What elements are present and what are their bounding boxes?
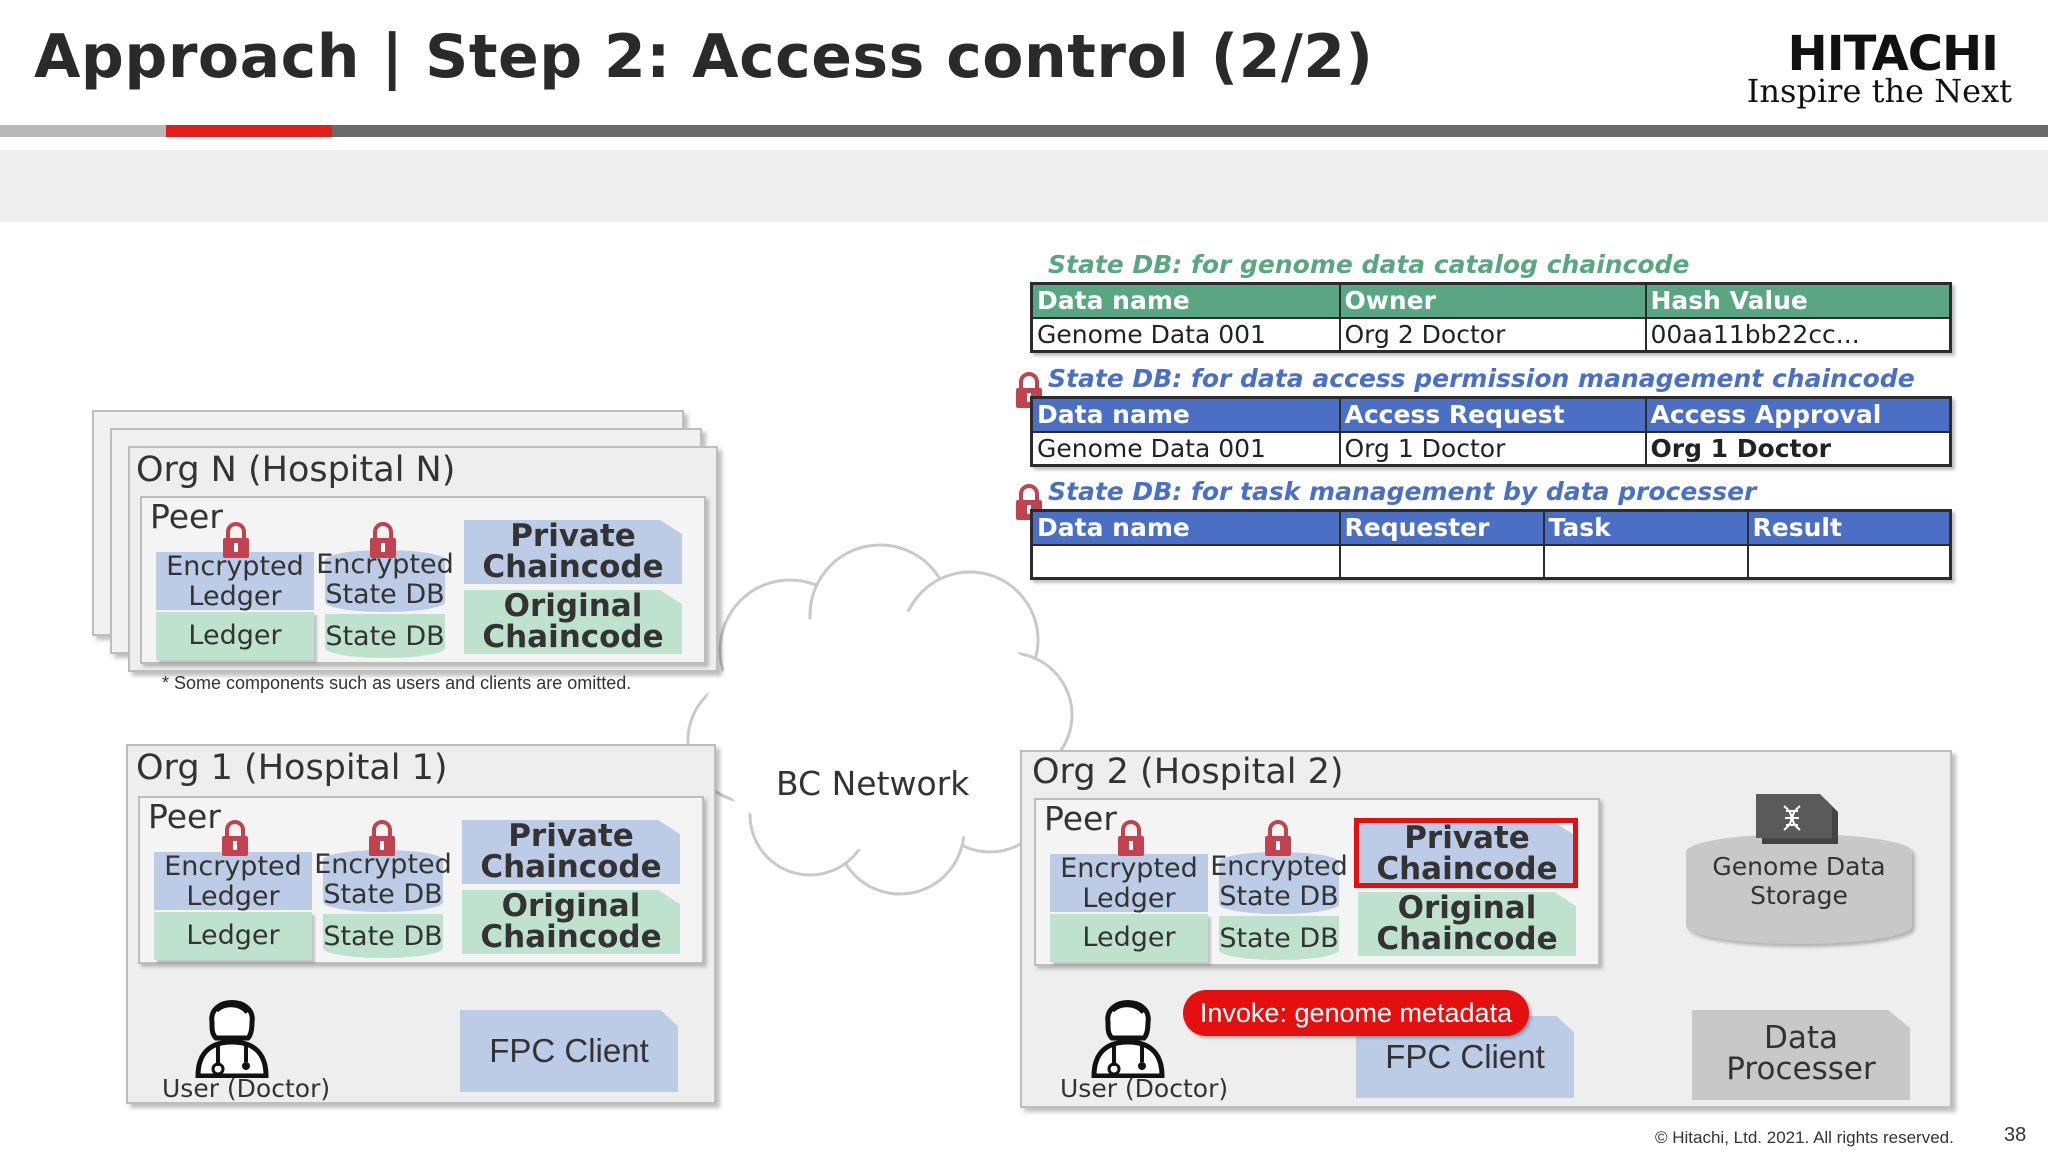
data-processer: Data Processer: [1692, 1010, 1910, 1100]
org1-statedb: Encrypted State DB State DB: [314, 850, 452, 958]
org1-doctor-icon: [195, 1000, 269, 1078]
table-row: Genome Data 001 Org 2 Doctor 00aa11bb22c…: [1030, 316, 1952, 353]
org1-ledger-lock-icon: [222, 820, 248, 856]
catalog-table-caption: State DB: for genome data catalog chainc…: [1048, 250, 1690, 279]
org2-ledger-label: Ledger: [1082, 922, 1176, 953]
orgN-statedb-label: State DB: [325, 621, 445, 652]
table-row: [1030, 543, 1952, 580]
org2-user-label: User (Doctor): [1060, 1074, 1229, 1103]
table-header-cell: Owner: [1338, 282, 1647, 319]
org1-original-chaincode: Original Chaincode: [462, 890, 680, 954]
table-header-row: Data name Owner Hash Value: [1030, 282, 1952, 319]
table-header-cell: Data name: [1030, 509, 1341, 546]
org2-peer: Peer Encrypted Ledger Ledger Encrypted S…: [1034, 798, 1600, 966]
table-header-row: Data name Access Request Access Approval: [1030, 396, 1952, 433]
copyright: © Hitachi, Ltd. 2021. All rights reserve…: [1655, 1128, 1954, 1147]
orgN-peer-label: Peer: [150, 497, 223, 536]
logo-brand: HITACHI: [1787, 26, 1999, 82]
permission-table-caption: State DB: for data access permission man…: [1048, 364, 1915, 393]
org1-statedb-encrypted-label: Encrypted State DB: [314, 849, 452, 910]
table-row: Genome Data 001 Org 1 Doctor Org 1 Docto…: [1030, 430, 1952, 467]
table-cell: Org 2 Doctor: [1338, 316, 1647, 353]
org2-doctor-icon: [1091, 1000, 1165, 1078]
org2-ledger-lock-icon: [1118, 820, 1144, 856]
genome-data-storage: Genome Data Storage: [1686, 834, 1912, 944]
table-cell: [1542, 543, 1749, 580]
orgN-label: Org N (Hospital N): [136, 450, 456, 490]
org2-statedb-encrypted-label: Encrypted State DB: [1210, 851, 1348, 912]
orgN-private-chaincode: Private Chaincode: [464, 520, 682, 584]
table-cell: Org 1 Doctor: [1338, 430, 1647, 467]
org2-box: Org 2 (Hospital 2) Peer Encrypted Ledger…: [1020, 750, 1952, 1108]
org2-statedb-lock-icon: [1265, 820, 1291, 856]
subtitle-band: [0, 150, 2048, 222]
org2-ledger-encrypted-label: Encrypted Ledger: [1060, 853, 1198, 914]
table-header-cell: Data name: [1030, 396, 1341, 433]
orgN-ledger: Encrypted Ledger Ledger: [156, 552, 314, 660]
org1-peer: Peer Encrypted Ledger Ledger Encrypted S…: [138, 796, 704, 964]
org1-fpc-client: FPC Client: [460, 1010, 678, 1092]
table-cell: [1746, 543, 1952, 580]
omitted-components-footnote: * Some components such as users and clie…: [162, 673, 632, 693]
table-cell-approval: Org 1 Doctor: [1644, 430, 1952, 467]
page-title: Approach | Step 2: Access control (2/2): [34, 22, 1374, 92]
hitachi-logo: HITACHI Inspire the Next: [1712, 26, 2012, 116]
org1-ledger: Encrypted Ledger Ledger: [154, 852, 312, 960]
logo-tagline: Inspire the Next: [1746, 72, 2012, 110]
table-header-row: Data name Requester Task Result: [1030, 509, 1952, 546]
org2-private-chaincode: Private Chaincode: [1358, 822, 1576, 886]
orgN-statedb-lock-icon: [370, 522, 396, 558]
task-table: Data name Requester Task Result: [1030, 509, 1952, 580]
task-table-caption: State DB: for task management by data pr…: [1048, 477, 1757, 506]
dna-file-icon: [1756, 794, 1838, 844]
orgN-box: Org N (Hospital N) Peer Encrypted Ledger…: [128, 446, 718, 672]
header-bar-grey: [0, 125, 166, 137]
org1-ledger-label: Ledger: [186, 920, 280, 951]
bc-network-label: BC Network: [776, 764, 970, 803]
table-cell: Genome Data 001: [1030, 430, 1341, 467]
org2-ledger: Encrypted Ledger Ledger: [1050, 854, 1208, 962]
orgN-ledger-lock-icon: [223, 522, 249, 558]
catalog-table: Data name Owner Hash Value Genome Data 0…: [1030, 282, 1952, 353]
org2-statedb: Encrypted State DB State DB: [1210, 852, 1348, 960]
org2-original-chaincode: Original Chaincode: [1358, 892, 1576, 956]
permission-table: Data name Access Request Access Approval…: [1030, 396, 1952, 467]
org2-peer-label: Peer: [1044, 799, 1117, 838]
bc-network-cloud: [686, 543, 1074, 896]
org2-label: Org 2 (Hospital 2): [1032, 752, 1344, 792]
orgN-ledger-label: Ledger: [188, 620, 282, 651]
org1-label: Org 1 (Hospital 1): [136, 748, 448, 788]
orgN-original-chaincode: Original Chaincode: [464, 590, 682, 654]
header-bar-dark: [332, 125, 2048, 137]
table-header-cell: Hash Value: [1644, 282, 1952, 319]
org1-peer-label: Peer: [148, 797, 221, 836]
org1-box: Org 1 (Hospital 1) Peer Encrypted Ledger…: [126, 744, 716, 1104]
table-cell: [1030, 543, 1341, 580]
org1-statedb-lock-icon: [369, 820, 395, 856]
org1-user-label: User (Doctor): [162, 1074, 331, 1103]
table-header-cell: Access Approval: [1644, 396, 1952, 433]
table-cell: [1338, 543, 1545, 580]
org1-private-chaincode: Private Chaincode: [462, 820, 680, 884]
org1-ledger-encrypted-label: Encrypted Ledger: [164, 851, 302, 912]
header-bar-red: [166, 125, 332, 137]
org2-statedb-label: State DB: [1219, 923, 1339, 954]
invoke-callout: Invoke: genome metadata: [1183, 990, 1529, 1036]
table-header-cell: Data name: [1030, 282, 1341, 319]
table-header-cell: Task: [1542, 509, 1749, 546]
table-cell: Genome Data 001: [1030, 316, 1341, 353]
table-header-cell: Requester: [1338, 509, 1545, 546]
table-cell: 00aa11bb22cc...: [1644, 316, 1952, 353]
table-header-cell: Result: [1746, 509, 1952, 546]
org1-statedb-label: State DB: [323, 921, 443, 952]
private-chaincode-highlight: [1354, 818, 1578, 888]
orgN-statedb: Encrypted State DB State DB: [316, 550, 454, 658]
table-header-cell: Access Request: [1338, 396, 1647, 433]
page-number: 38: [2004, 1124, 2027, 1146]
orgN-ledger-encrypted-label: Encrypted Ledger: [166, 551, 304, 612]
